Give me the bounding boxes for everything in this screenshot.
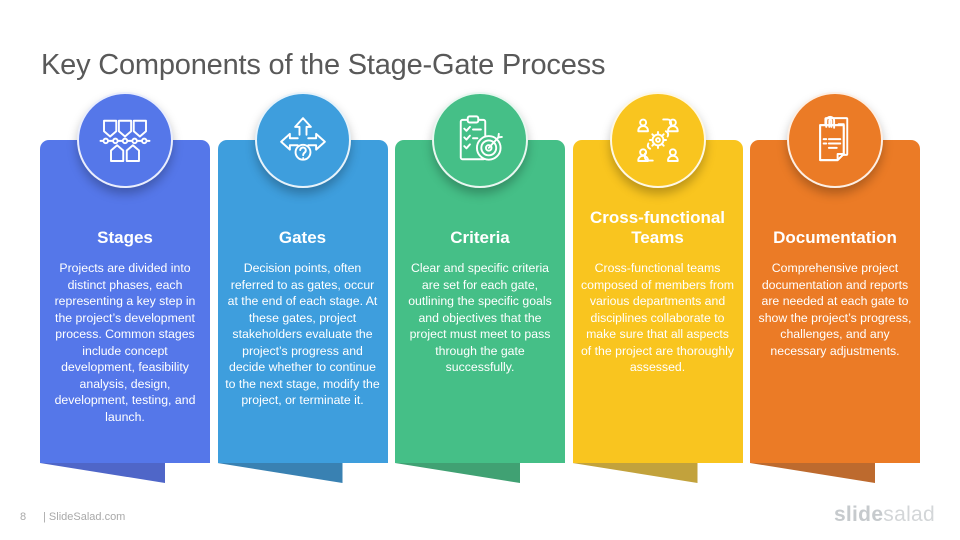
card-title: Criteria xyxy=(450,228,510,247)
teams-icon-circle xyxy=(609,92,706,188)
criteria-icon-circle xyxy=(432,92,528,188)
ribbon-fold xyxy=(395,463,520,483)
timeline-icon xyxy=(99,119,151,162)
logo-text-slide: slide xyxy=(833,503,884,526)
stages-icon-circle xyxy=(77,92,173,188)
card-body-text: Comprehensive project documentation and … xyxy=(758,261,912,358)
ribbon-fold xyxy=(40,463,165,483)
checklist-target-icon xyxy=(459,115,503,161)
documentation-icon-circle xyxy=(787,92,883,188)
footer-credit: | SlideSalad.com xyxy=(43,511,126,523)
card-documentation: Documentation Comprehensive project docu… xyxy=(750,92,920,483)
card-body-text: Decision points, often referred to as ga… xyxy=(225,261,380,407)
card-gates: Gates Decision points, often referred to… xyxy=(217,92,388,483)
card-title: Gates xyxy=(278,228,327,247)
team-gear-icon xyxy=(636,118,679,162)
slidesalad-logo: slidesalad xyxy=(834,503,935,527)
card-stages: Stages Projects are divided into distinc… xyxy=(40,92,210,483)
card-body-text: Cross-functional teams composed of membe… xyxy=(580,261,735,374)
gates-icon-circle xyxy=(254,92,351,188)
page-title: Key Components of the Stage-Gate Process xyxy=(41,49,606,82)
page-number: 8 xyxy=(20,511,27,523)
card-title: Documentation xyxy=(773,228,897,247)
ribbon-fold xyxy=(572,463,698,483)
card-title: Stages xyxy=(97,228,153,247)
card-cross-functional-teams: Cross-functional Teams Cross-functional … xyxy=(572,92,743,483)
card-body-text: Projects are divided into distinct phase… xyxy=(54,261,196,424)
card-title: Cross-functional Teams xyxy=(589,208,726,247)
documents-icon xyxy=(819,115,849,162)
ribbon-fold xyxy=(217,463,343,483)
ribbon-fold xyxy=(750,463,875,483)
logo-text-salad: salad xyxy=(883,503,935,526)
cards-row: Stages Projects are divided into distinc… xyxy=(40,92,920,483)
decision-arrows-icon xyxy=(279,117,326,161)
card-criteria: Criteria Clear and specific criteria are… xyxy=(395,92,565,483)
card-body-text: Clear and specific criteria are set for … xyxy=(408,261,552,374)
